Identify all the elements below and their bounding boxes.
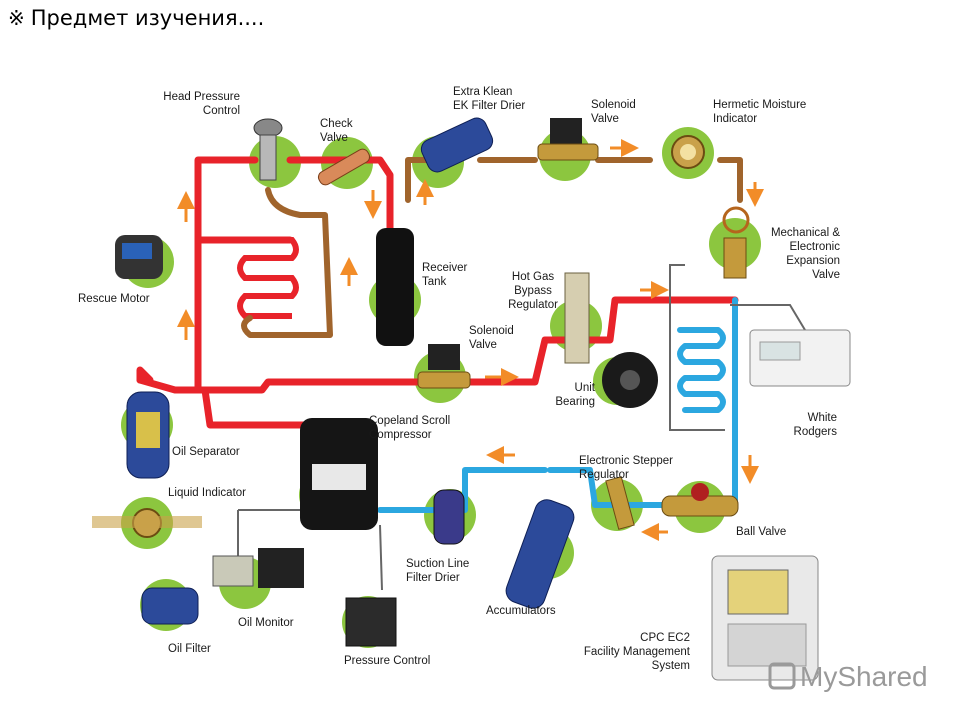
solenoid-valve-top-icon [537,118,599,161]
rescue-motor-icon [115,235,163,279]
flow-arrows [177,139,764,541]
watermark-logo-icon [768,662,796,690]
filter-drier-icon [420,117,494,173]
label-oil-separator: Oil Separator [172,446,240,458]
ball-valve-icon [661,483,739,517]
label-liquid-indicator: Liquid Indicator [168,487,246,499]
solenoid-valve-mid-icon [417,344,471,389]
oil-monitor-icon [212,548,304,588]
cpc-controller-icon [711,555,819,681]
moisture-indicator-icon [671,135,705,169]
receiver-tank-icon [376,228,414,346]
label-pressure-control: Pressure Control [344,655,430,667]
thermostat-icon [749,329,851,387]
accumulator-icon [505,499,575,609]
pressure-control-icon [345,597,397,647]
compressor-icon [300,418,378,530]
oil-separator-icon [126,391,170,479]
unit-bearing-icon [602,352,658,408]
label-accumulators: Accumulators [486,605,556,617]
expansion-valve-icon [722,206,750,279]
title-text: Предмет изучения.... [30,6,265,30]
check-valve-icon [317,148,371,186]
liquid-lines [241,157,743,338]
oil-filter-icon [141,587,199,625]
reference-mark: ※ [8,6,25,30]
head-pressure-control-icon [253,118,283,181]
condenser-coil-hot [200,237,299,319]
control-wires [237,264,806,591]
watermark: MyShared [768,661,928,692]
label-oil-monitor: Oil Monitor [238,617,294,629]
label-rescue-motor: Rescue Motor [78,293,150,305]
watermark-text: MyShared [800,661,928,692]
label-oil-filter: Oil Filter [168,643,211,655]
hot-gas-bypass-icon [564,272,590,364]
label-ball-valve: Ball Valve [736,526,786,538]
page-title: ※Предмет изучения.... [8,6,264,30]
suction-filter-icon [433,489,465,545]
stepper-regulator-icon [605,476,635,530]
liquid-indicator-icon [92,508,202,538]
